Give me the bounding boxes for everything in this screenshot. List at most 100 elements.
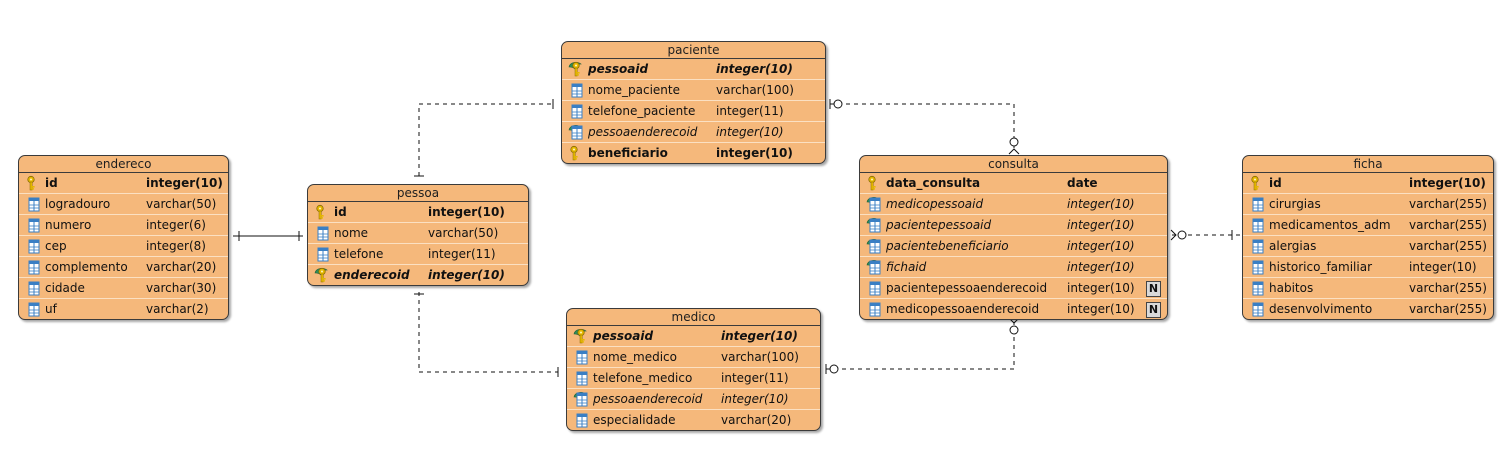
column-icon xyxy=(28,281,40,296)
column-type: integer(11) xyxy=(716,104,784,118)
column-name: especialidade xyxy=(593,413,676,427)
column-type: varchar(50) xyxy=(146,197,217,211)
column-row[interactable]: complemento varchar(20) xyxy=(19,257,228,278)
column-icon xyxy=(1252,197,1264,212)
column-type: varchar(20) xyxy=(146,260,217,274)
column-name: alergias xyxy=(1269,239,1317,253)
column-icon xyxy=(1252,218,1264,233)
column-row[interactable]: telefone_paciente integer(11) xyxy=(562,101,825,122)
column-name: telefone xyxy=(334,247,384,261)
column-type: integer(10) xyxy=(721,329,798,343)
column-name: telefone_paciente xyxy=(588,104,696,118)
column-type: integer(10) xyxy=(716,62,793,76)
column-icon xyxy=(28,218,40,233)
column-type: integer(10) xyxy=(1067,281,1135,295)
column-name: pessoaid xyxy=(593,329,654,343)
column-type: integer(10) xyxy=(428,205,505,219)
column-name: data_consulta xyxy=(886,176,981,190)
column-name: desenvolvimento xyxy=(1269,302,1373,316)
column-type: integer(10) xyxy=(1067,302,1135,316)
column-type: integer(10) xyxy=(146,176,223,190)
entity-title: medico xyxy=(671,310,716,324)
column-type: integer(10) xyxy=(1067,218,1135,232)
column-name: complemento xyxy=(45,260,128,274)
column-icon xyxy=(1252,239,1264,254)
column-type: integer(10) xyxy=(1067,260,1135,274)
column-type: varchar(30) xyxy=(146,281,217,295)
column-name: pessoaenderecoid xyxy=(593,392,703,406)
primary-foreign-key-icon xyxy=(573,328,587,344)
column-type: varchar(2) xyxy=(146,302,209,316)
column-icon xyxy=(576,350,588,365)
column-name: medicopessoaid xyxy=(886,197,984,211)
column-icon xyxy=(28,197,40,212)
column-icon xyxy=(28,260,40,275)
cardinality-many-marker xyxy=(1008,148,1020,155)
column-row[interactable]: especialidade varchar(20) xyxy=(567,410,820,430)
column-icon xyxy=(317,247,329,262)
column-type: integer(10) xyxy=(428,268,505,282)
column-name: cidade xyxy=(45,281,85,295)
column-name: enderecoid xyxy=(334,268,410,282)
column-name: uf xyxy=(45,302,57,316)
foreign-key-icon xyxy=(866,239,881,254)
column-type: integer(10) xyxy=(1409,260,1477,274)
column-icon xyxy=(576,413,588,428)
column-name: medicopessoaenderecoid xyxy=(886,302,1040,316)
relationship-line xyxy=(830,103,1015,150)
primary-key-icon xyxy=(570,145,578,161)
column-row[interactable]: enderecoid integer(10) xyxy=(308,265,528,285)
column-row[interactable]: pessoaid integer(10) xyxy=(567,326,820,347)
column-row[interactable]: uf varchar(2) xyxy=(19,299,228,319)
cardinality-zero-marker xyxy=(829,364,839,374)
column-type: varchar(100) xyxy=(716,83,794,97)
column-name: cirurgias xyxy=(1269,197,1321,211)
column-name: telefone_medico xyxy=(593,371,693,385)
nullable-badge: N xyxy=(1146,281,1161,297)
column-icon xyxy=(1252,302,1264,317)
column-type: varchar(255) xyxy=(1409,218,1487,232)
foreign-key-icon xyxy=(866,218,881,233)
column-row[interactable]: cidade varchar(30) xyxy=(19,278,228,299)
primary-foreign-key-icon xyxy=(568,61,582,77)
column-type: varchar(20) xyxy=(721,413,792,427)
column-icon xyxy=(317,226,329,241)
column-type: integer(10) xyxy=(716,146,793,160)
column-type: integer(6) xyxy=(146,218,206,232)
column-icon xyxy=(869,281,881,296)
